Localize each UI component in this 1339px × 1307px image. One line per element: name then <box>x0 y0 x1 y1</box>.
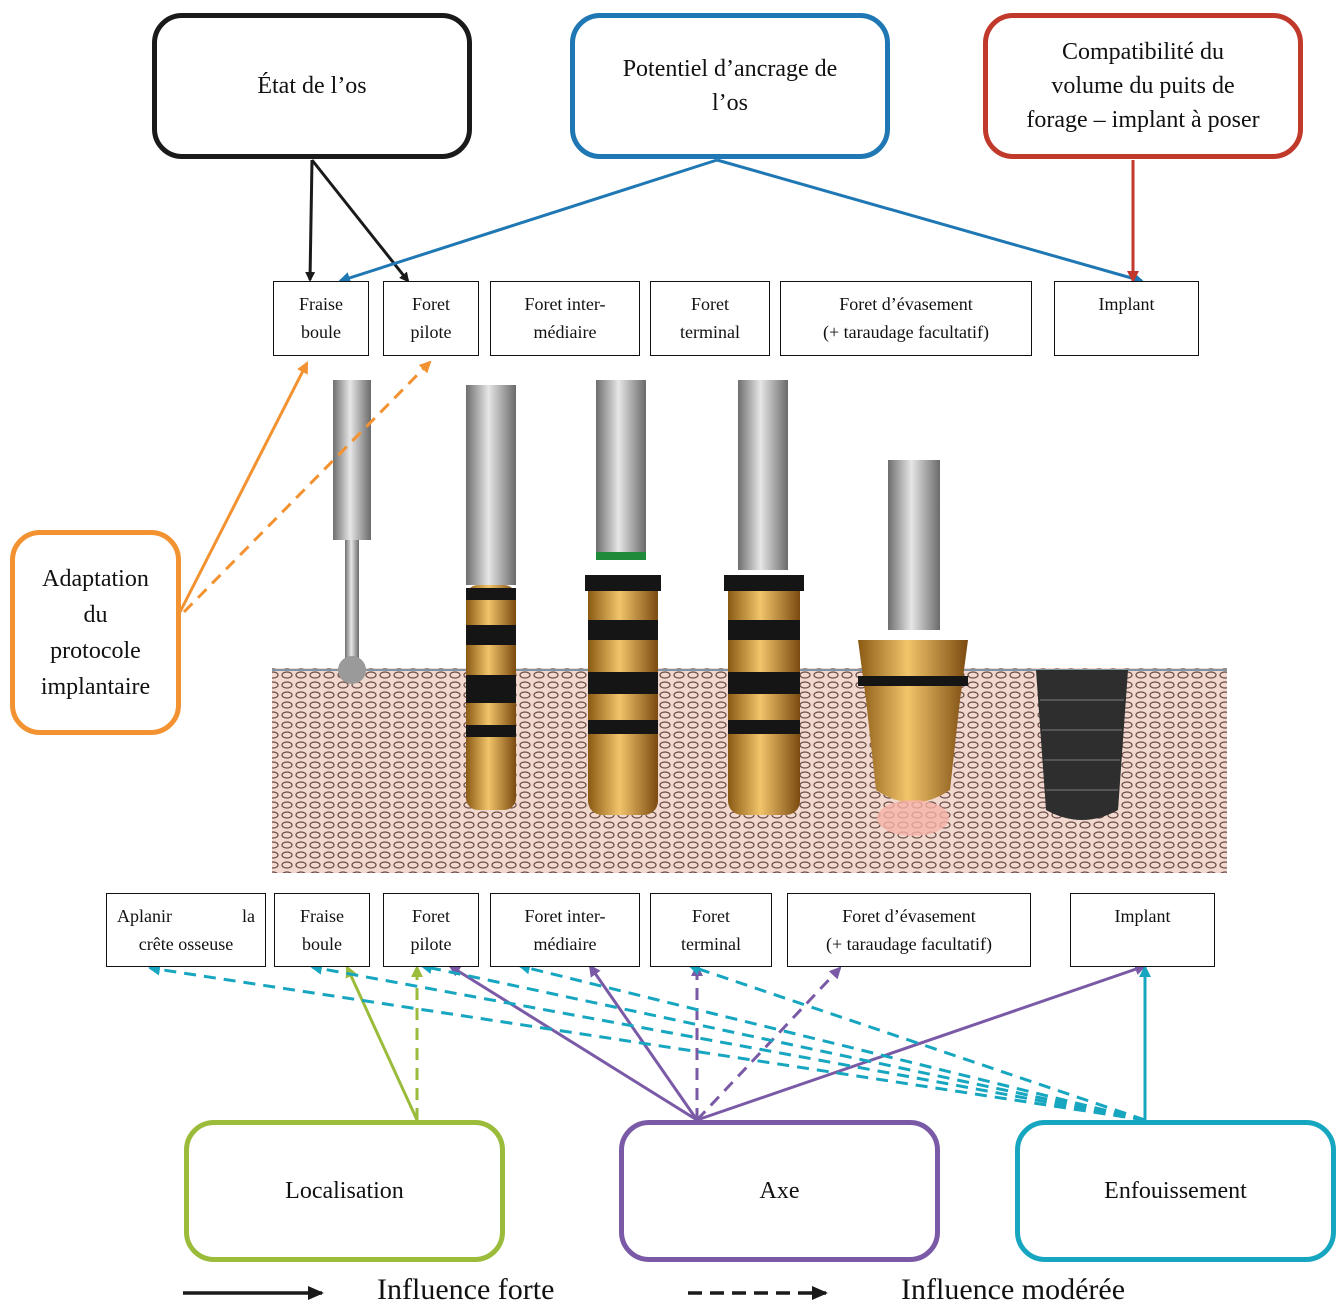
drill-sequence-illustration <box>272 380 1227 873</box>
arrow-localisation-fraise <box>345 965 419 1121</box>
top-step-line: médiaire <box>533 322 597 342</box>
adaptation-line2: du <box>83 601 108 628</box>
legend-moderate-label: Influence modérée <box>901 1273 1126 1306</box>
box-etat-os-label: État de l’os <box>257 73 367 99</box>
arrow-potentiel-implant <box>716 158 1144 285</box>
adaptation-line4: implantaire <box>40 673 151 700</box>
box-compat-line3: forage – implant à poser <box>1026 107 1260 133</box>
top-step-line: Foret <box>691 294 729 314</box>
box-enfouissement: Enfouissement <box>1015 1120 1336 1262</box>
bottom-step-foret-terminal: Foret terminal <box>650 893 772 967</box>
terminal-drill-image <box>724 380 804 815</box>
top-step-line: Foret inter- <box>524 294 606 314</box>
top-step-line: Fraise <box>299 294 343 314</box>
arrow-enfouissement-aplanir <box>148 963 1146 1122</box>
box-compatibilite: Compatibilité du volume du puits de fora… <box>983 13 1303 159</box>
top-step-foret-intermediaire: Foret inter- médiaire <box>490 281 640 356</box>
aplanir-word2: la <box>242 906 255 926</box>
top-step-fraise-boule: Fraise boule <box>273 281 369 356</box>
adaptation-arrows <box>178 360 432 614</box>
box-potentiel-line1: Potentiel d’ancrage de <box>622 56 838 82</box>
top-step-line: terminal <box>680 322 740 342</box>
bottom-step-implant: Implant <box>1070 893 1215 967</box>
top-step-foret-pilote: Foret pilote <box>383 281 479 356</box>
bottom-step-line: médiaire <box>533 934 597 954</box>
implant-image <box>1036 670 1128 820</box>
box-etat-os: État de l’os <box>152 13 472 159</box>
adaptation-line3: protocole <box>50 637 141 664</box>
top-influence-arrows <box>305 158 1144 285</box>
bottom-step-line: Foret <box>692 906 730 926</box>
ball-bur-image <box>333 380 371 684</box>
top-step-implant: Implant <box>1054 281 1199 356</box>
arrow-axe-evasement <box>695 966 842 1122</box>
bottom-step-foret-pilote: Foret pilote <box>383 893 479 967</box>
bottom-step-line: terminal <box>681 934 741 954</box>
top-step-line: (+ taraudage facultatif) <box>822 322 990 342</box>
intermediate-drill-image <box>585 380 661 815</box>
box-localisation: Localisation <box>184 1120 505 1262</box>
box-compat-line1: Compatibilité du <box>1062 39 1224 65</box>
box-localisation-label: Localisation <box>285 1178 404 1204</box>
arrow-enfouissement-intermediaire <box>518 962 1146 1122</box>
bottom-step-line: Foret <box>412 906 450 926</box>
box-potentiel-line2: l’os <box>712 90 748 116</box>
bottom-step-line: Fraise <box>300 906 344 926</box>
bottom-step-line: Foret inter- <box>524 906 606 926</box>
pilot-drill-image <box>466 385 516 810</box>
arrow-etat-fraise <box>305 159 316 282</box>
bottom-step-aplanir-crete: Aplanir la crête osseuse <box>106 893 266 967</box>
flaring-drill-image <box>858 460 968 836</box>
box-potentiel-ancrage: Potentiel d’ancrage de l’os <box>570 13 890 159</box>
bottom-step-fraise-boule: Fraise boule <box>274 893 370 967</box>
top-step-line: Implant <box>1098 294 1155 314</box>
bottom-step-foret-intermediaire: Foret inter- médiaire <box>490 893 640 967</box>
legend-strong-label: Influence forte <box>377 1273 555 1306</box>
arrow-axe-pilote <box>448 964 698 1122</box>
top-step-line: pilote <box>410 322 452 342</box>
box-compat-line2: volume du puits de <box>1051 73 1235 99</box>
bottom-step-line: Implant <box>1114 906 1171 926</box>
box-enfouissement-label: Enfouissement <box>1104 1178 1247 1204</box>
top-step-line: Foret <box>412 294 450 314</box>
top-step-foret-evasement: Foret d’évasement (+ taraudage facultati… <box>780 281 1032 356</box>
arrow-potentiel-fraise <box>338 158 718 284</box>
arrow-enfouissement-pilote <box>420 962 1146 1122</box>
arrow-enfouissement-terminal <box>688 963 1146 1122</box>
arrow-enfouissement-fraise <box>310 962 1146 1122</box>
arrow-adaptation-pilote <box>182 360 432 614</box>
top-step-foret-terminal: Foret terminal <box>650 281 770 356</box>
arrow-adaptation-fraise <box>178 361 309 613</box>
bottom-step-line: boule <box>302 934 342 954</box>
aplanir-line2: crête osseuse <box>138 934 234 954</box>
top-step-line: Foret d’évasement <box>839 294 973 314</box>
arrow-etat-pilote <box>310 159 410 283</box>
bottom-step-line: (+ taraudage facultatif) <box>825 934 993 954</box>
aplanir-word1: Aplanir <box>117 906 172 926</box>
arrow-axe-implant <box>696 963 1147 1122</box>
bottom-step-line: pilote <box>410 934 452 954</box>
box-axe-label: Axe <box>759 1178 800 1204</box>
bottom-step-line: Foret d’évasement <box>842 906 976 926</box>
box-axe: Axe <box>619 1120 940 1262</box>
bottom-influence-arrows <box>148 962 1151 1122</box>
top-step-line: boule <box>301 322 341 342</box>
adaptation-line1: Adaptation <box>42 565 149 592</box>
box-adaptation-protocole: Adaptation du protocole implantaire <box>10 530 181 735</box>
bottom-step-foret-evasement: Foret d’évasement (+ taraudage facultati… <box>787 893 1031 967</box>
aplanir-line1: Aplanir la <box>107 902 265 930</box>
